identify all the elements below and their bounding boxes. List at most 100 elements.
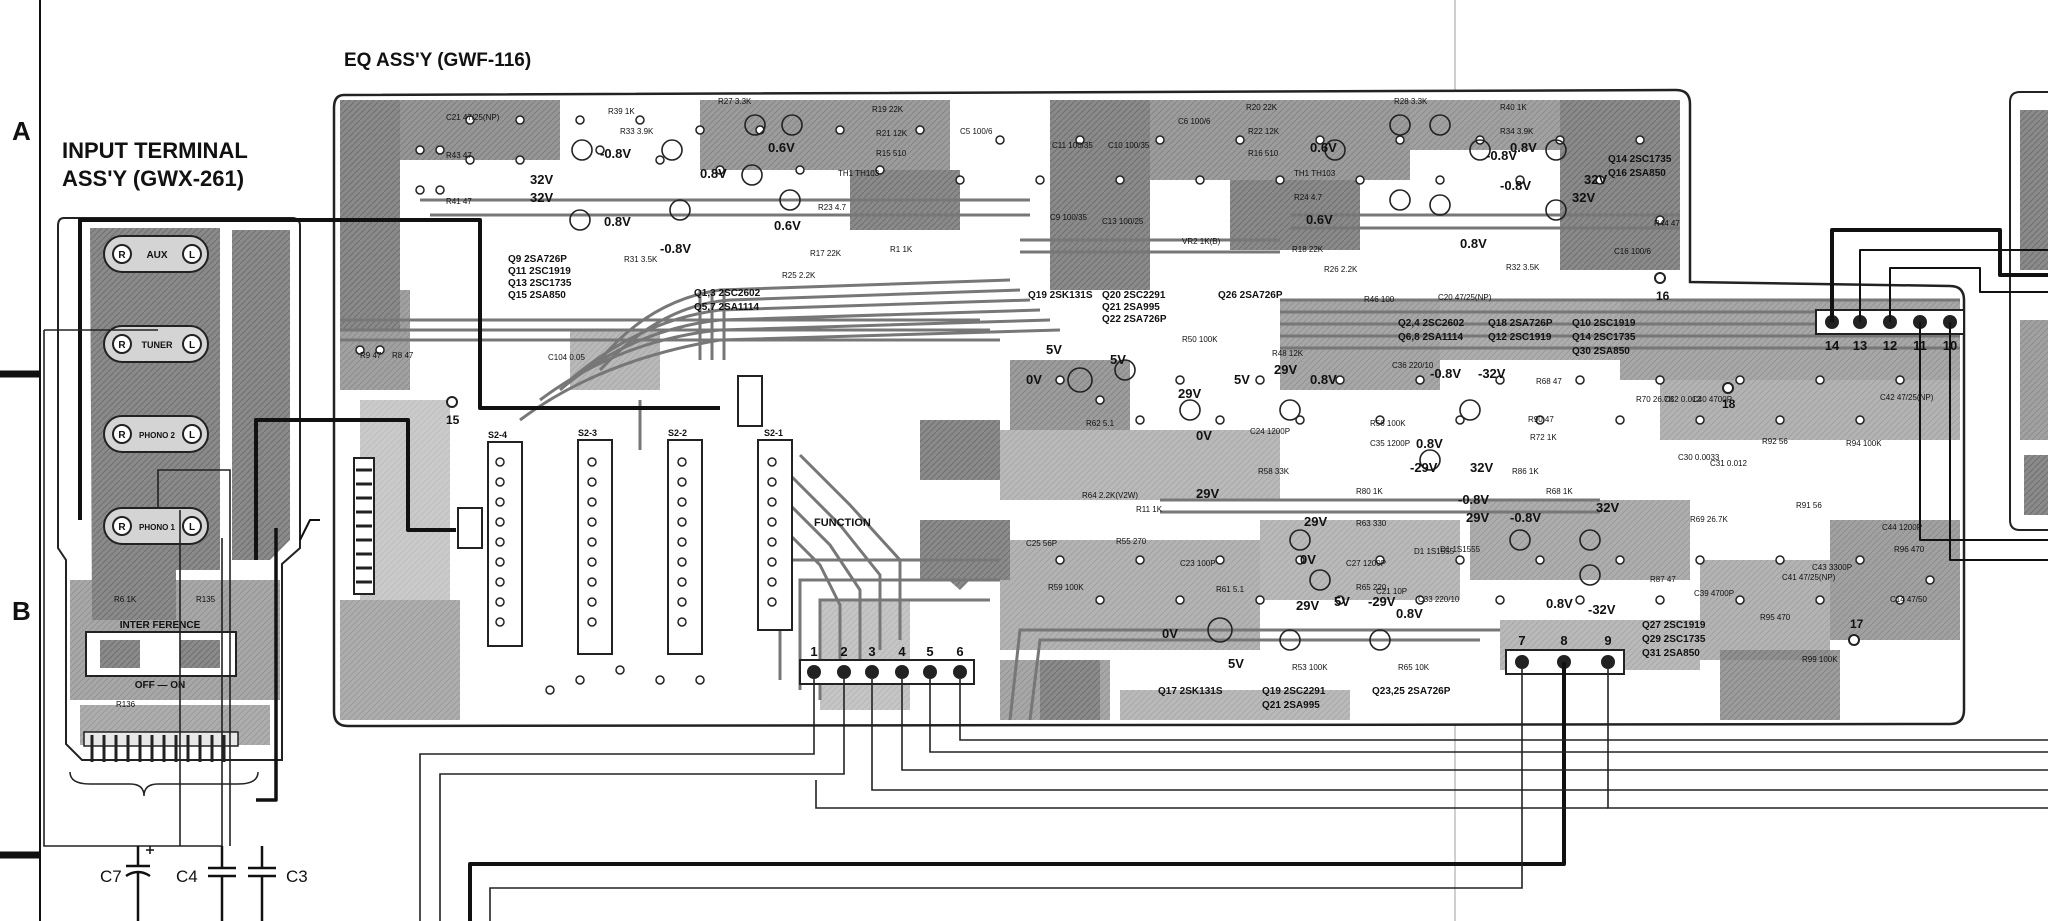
svg-text:R62 5.1: R62 5.1: [1086, 419, 1115, 428]
jack-tuner[interactable]: R L TUNER: [103, 325, 209, 363]
svg-text:R21 12K: R21 12K: [876, 129, 908, 138]
svg-text:Q11 2SC1919: Q11 2SC1919: [508, 266, 571, 277]
voltage-label: 0V: [1162, 626, 1178, 641]
switch-s2-4-label: S2-4: [488, 430, 507, 440]
jack-phono1[interactable]: R L PHONO 1: [103, 507, 209, 545]
svg-text:Q6,8 2SA1114: Q6,8 2SA1114: [1398, 332, 1463, 343]
voltage-label: -32V: [1478, 366, 1506, 381]
svg-text:R68 1K: R68 1K: [1546, 487, 1573, 496]
switch-s2-4[interactable]: S2-4: [487, 430, 523, 647]
svg-text:R63 330: R63 330: [1356, 519, 1387, 528]
svg-text:Q29 2SC1735: Q29 2SC1735: [1642, 634, 1706, 645]
switch-s2-3-label: S2-3: [578, 428, 597, 438]
voltage-label: 0.8V: [700, 166, 727, 181]
svg-text:R70 26.7K: R70 26.7K: [1636, 395, 1674, 404]
input-connector-pins: [69, 731, 259, 797]
bottom-capacitors: [125, 846, 276, 921]
svg-text:Q19 2SK131S: Q19 2SK131S: [1028, 290, 1093, 301]
voltage-label: 0.8V: [1546, 596, 1573, 611]
svg-text:Q14 2SC1735: Q14 2SC1735: [1572, 332, 1636, 343]
svg-text:R31 3.5K: R31 3.5K: [624, 255, 658, 264]
voltage-label: 0.8V: [604, 214, 631, 229]
voltage-label: 29V: [1304, 514, 1327, 529]
switch-s2-3[interactable]: S2-3: [577, 428, 613, 655]
svg-text:R27 3.3K: R27 3.3K: [718, 97, 752, 106]
jack-aux-right: L: [189, 250, 195, 261]
svg-text:R24 4.7: R24 4.7: [1294, 193, 1323, 202]
svg-text:Q26 2SA726P: Q26 2SA726P: [1218, 290, 1283, 301]
switch-s2-1[interactable]: S2-1: [757, 428, 793, 631]
svg-text:R11 1K: R11 1K: [1136, 505, 1163, 514]
voltage-label: -29V: [1368, 594, 1396, 609]
svg-text:C14 47/50: C14 47/50: [1890, 595, 1927, 604]
svg-text:C5 100/6: C5 100/6: [960, 127, 993, 136]
voltage-label: 29V: [1274, 362, 1297, 377]
resistor-r135: R136: [116, 700, 136, 709]
voltage-label: 5V: [1234, 372, 1250, 387]
svg-text:R50 100K: R50 100K: [1182, 335, 1218, 344]
capacitor-c3-label: C3: [286, 867, 308, 886]
svg-text:R86 1K: R86 1K: [1512, 467, 1539, 476]
terminal-1-label: 1: [810, 644, 817, 659]
svg-text:Q18 2SA726P: Q18 2SA726P: [1488, 318, 1553, 329]
svg-text:Q17 2SK131S: Q17 2SK131S: [1158, 686, 1223, 697]
svg-text:R69 26.7K: R69 26.7K: [1690, 515, 1728, 524]
voltage-label: 0.8V: [1510, 140, 1537, 155]
svg-text:D1 1S1555: D1 1S1555: [1440, 545, 1481, 554]
terminal-4-label: 4: [898, 644, 906, 659]
jack-aux[interactable]: R L AUX: [103, 235, 209, 273]
capacitor-c4-label: C4: [176, 867, 198, 886]
svg-text:C42 47/25(NP): C42 47/25(NP): [1880, 393, 1934, 402]
voltage-label: -0.8V: [1500, 178, 1531, 193]
voltage-label: 29V: [1296, 598, 1319, 613]
component-labels: C21 47/25(NP) R43 47 R41 47 R39 1K R33 3…: [360, 97, 1934, 672]
svg-text:R40 1K: R40 1K: [1500, 103, 1527, 112]
svg-text:R59 100K: R59 100K: [1048, 583, 1084, 592]
voltage-label: 0.6V: [1310, 140, 1337, 155]
svg-text:C13 100/25: C13 100/25: [1102, 217, 1144, 226]
input-board-title-line2: ASS'Y (GWX-261): [62, 166, 245, 191]
transistor-list: Q9 2SA726P Q11 2SC1919 Q13 2SC1735 Q15 2…: [508, 154, 1706, 711]
svg-text:Q23,25 2SA726P: Q23,25 2SA726P: [1372, 686, 1451, 697]
svg-text:C44 1200P: C44 1200P: [1882, 523, 1922, 532]
svg-text:R28 3.3K: R28 3.3K: [1394, 97, 1428, 106]
node-15: 15: [446, 413, 460, 427]
svg-text:Q9 2SA726P: Q9 2SA726P: [508, 254, 567, 265]
voltage-labels: -0.8V 0.8V 32V 32V 0.8V -0.8V 0.6V 0.6V …: [530, 140, 1619, 671]
resistor-r11: R6 1K: [114, 595, 137, 604]
svg-text:R34 3.9K: R34 3.9K: [1500, 127, 1534, 136]
svg-text:C16 100/6: C16 100/6: [1614, 247, 1651, 256]
svg-text:C31 0.012: C31 0.012: [1710, 459, 1747, 468]
terminal-14-label: 14: [1825, 338, 1840, 353]
interference-label: INTER FERENCE: [120, 620, 201, 631]
svg-text:R22 12K: R22 12K: [1248, 127, 1280, 136]
component-pads: [355, 115, 1935, 695]
svg-text:R8 47: R8 47: [392, 351, 414, 360]
voltage-label: -0.8V: [1458, 492, 1489, 507]
svg-text:Q13 2SC1735: Q13 2SC1735: [508, 278, 572, 289]
voltage-label: 29V: [1178, 386, 1201, 401]
svg-text:R61 5.1: R61 5.1: [1216, 585, 1245, 594]
resistor-r6: R135: [196, 595, 216, 604]
svg-text:C6 100/6: C6 100/6: [1178, 117, 1211, 126]
svg-text:C39 4700P: C39 4700P: [1694, 589, 1734, 598]
svg-text:R18 22K: R18 22K: [1292, 245, 1324, 254]
terminal-strip-1-6[interactable]: 1 2 3 4 5 6: [799, 644, 975, 685]
svg-text:C21 10P: C21 10P: [1376, 587, 1407, 596]
svg-text:Q5,7 2SA1114: Q5,7 2SA1114: [694, 302, 759, 313]
jack-phono2[interactable]: R L PHONO 2: [103, 415, 209, 453]
switch-s2-2-label: S2-2: [668, 428, 687, 438]
svg-text:R39 1K: R39 1K: [608, 107, 635, 116]
voltage-label: 32V: [1596, 500, 1619, 515]
svg-text:Q27 2SC1919: Q27 2SC1919: [1642, 620, 1706, 631]
svg-text:R99 100K: R99 100K: [1802, 655, 1838, 664]
voltage-label: 29V: [1466, 510, 1489, 525]
interference-switch[interactable]: INTER FERENCE OFF — ON: [85, 620, 237, 691]
input-terminal-board: R L AUX R L TUNER R L PHONO 2 R L PHONO …: [57, 217, 301, 797]
svg-text:C10 100/35: C10 100/35: [1108, 141, 1150, 150]
svg-text:R55 270: R55 270: [1116, 537, 1147, 546]
terminal-7-label: 7: [1518, 633, 1525, 648]
eq-board-title: EQ ASS'Y (GWF-116): [344, 50, 532, 71]
switch-s2-2[interactable]: S2-2: [667, 428, 703, 655]
capacitor-c7: [125, 846, 154, 921]
